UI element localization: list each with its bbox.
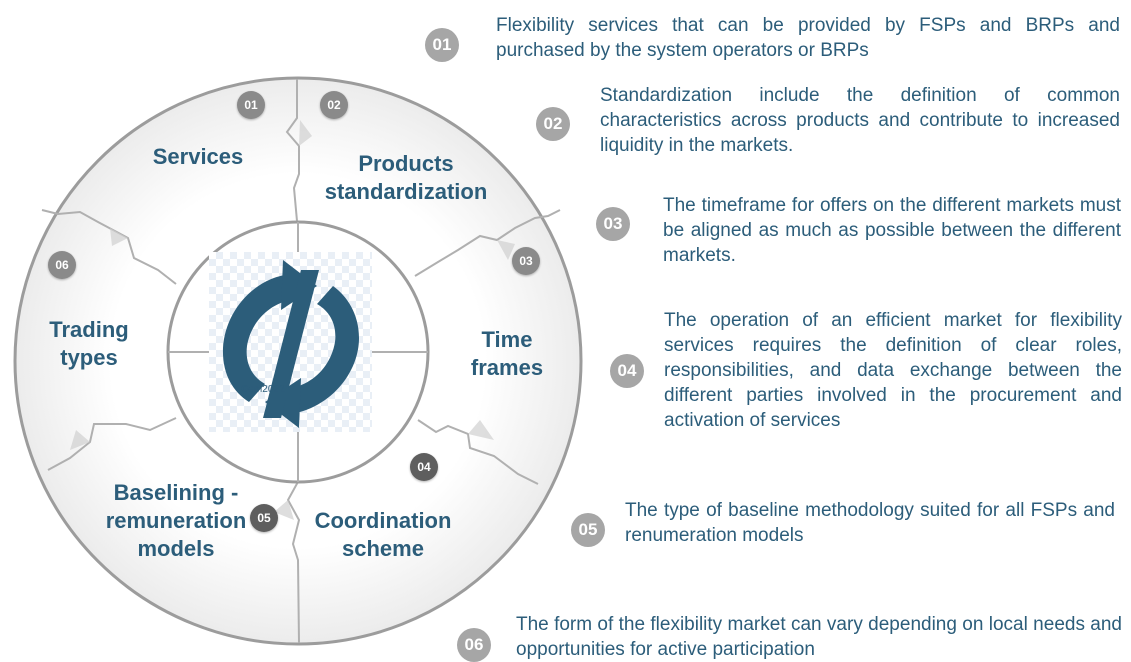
segment-label-coordination-scheme: Coordination scheme (314, 508, 452, 561)
description-01: Flexibility services that can be provide… (496, 15, 1120, 61)
description-06: The form of the flexibility market can v… (516, 614, 1122, 660)
segment-badge-04: 04 (410, 453, 438, 481)
separator-lower-left (47, 417, 177, 471)
separator-lower-right (417, 419, 539, 485)
copyright-text: ©em2022 (241, 384, 285, 395)
segment-label-time-frames: Time frames (470, 327, 544, 380)
description-badge-06: 06 (457, 628, 491, 662)
description-03: The timeframe for offers on the differen… (663, 195, 1121, 266)
description-badge-02: 02 (536, 107, 570, 141)
segment-label-trading-types: Trading types (49, 317, 129, 370)
segment-label-services: Services (152, 144, 244, 169)
segment-label-baselining-remuneration: Baselining - remuneration models (105, 480, 247, 561)
description-02: Standardization include the definition o… (600, 85, 1120, 156)
description-badge-04: 04 (610, 354, 644, 388)
description-04: The operation of an efficient market for… (664, 310, 1122, 431)
description-05: The type of baseline methodology suited … (625, 500, 1115, 546)
center-logo: ©em2022 (209, 252, 372, 432)
segment-badge-06: 06 (48, 251, 76, 279)
rotating-arrows-logo-icon (222, 260, 359, 428)
description-badge-03: 03 (596, 207, 630, 241)
segment-badge-05: 05 (250, 504, 278, 532)
segment-badge-01: 01 (237, 91, 265, 119)
segment-badge-02: 02 (320, 91, 348, 119)
segment-label-products-standardization: Products standardization (324, 151, 488, 204)
description-badge-01: 01 (425, 28, 459, 62)
description-badge-05: 05 (571, 513, 605, 547)
segment-badge-03: 03 (512, 247, 540, 275)
